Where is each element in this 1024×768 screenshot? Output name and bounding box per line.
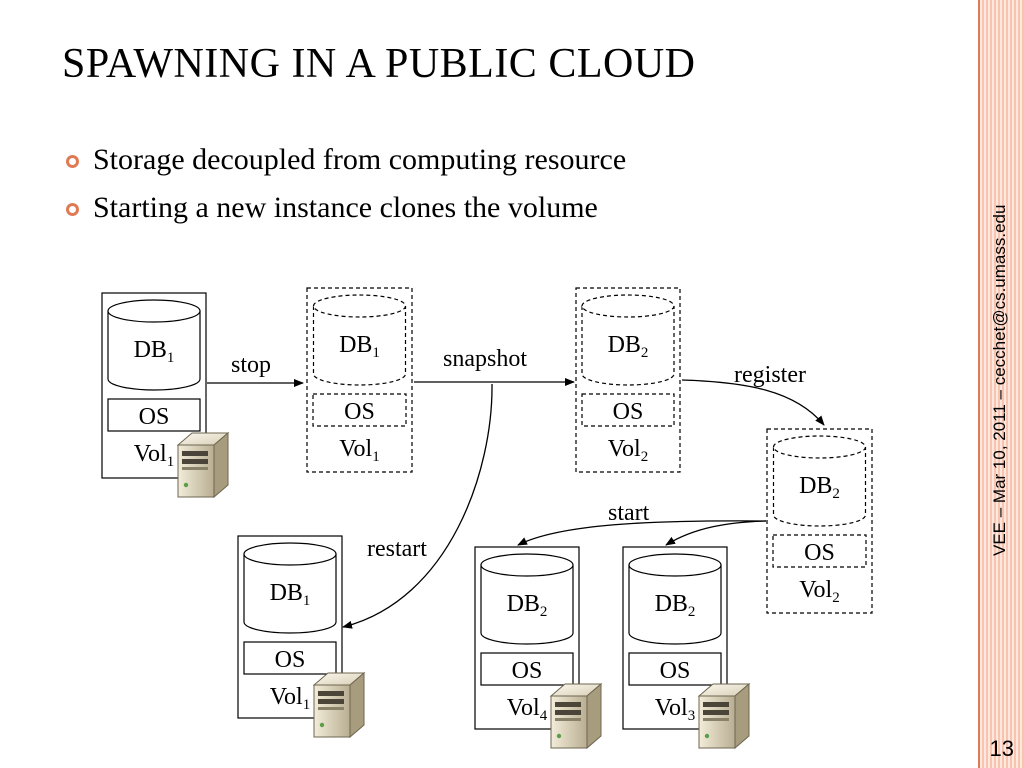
db-cylinder-top bbox=[312, 294, 407, 318]
db-cylinder-top bbox=[772, 435, 867, 459]
edge-start-arrow-vol4 bbox=[517, 520, 767, 546]
os-label: OS bbox=[613, 399, 644, 425]
vol-label: Vol1 bbox=[339, 436, 379, 465]
edge-label: restart bbox=[367, 536, 427, 562]
db-cylinder-top bbox=[581, 294, 675, 318]
server-icon bbox=[549, 682, 603, 750]
vol-label: Vol2 bbox=[608, 436, 648, 465]
os-box bbox=[581, 393, 675, 427]
db-cylinder-body bbox=[107, 311, 201, 391]
diagram-edges: stop snapshot register start restart bbox=[207, 346, 825, 629]
vol-label: Vol1 bbox=[134, 441, 174, 470]
bullet-list: Storage decoupled from computing resourc… bbox=[66, 136, 626, 232]
db-label: DB2 bbox=[799, 473, 840, 502]
slide-title: SPAWNING IN A PUBLIC CLOUD bbox=[62, 41, 696, 87]
bullet-item: Storage decoupled from computing resourc… bbox=[66, 136, 626, 184]
server-icon bbox=[176, 431, 230, 499]
db-label: DB2 bbox=[507, 591, 548, 620]
os-box bbox=[312, 393, 407, 427]
page-number: 13 bbox=[989, 736, 1014, 761]
server-icon bbox=[697, 682, 751, 750]
db-cylinder-body bbox=[312, 306, 407, 386]
bullet-circle-icon bbox=[66, 154, 79, 168]
edge-restart-arrow bbox=[342, 383, 493, 629]
db-cylinder-top bbox=[628, 553, 722, 577]
os-label: OS bbox=[344, 399, 375, 425]
db-label: DB1 bbox=[270, 580, 311, 609]
edge-start-arrow-vol3 bbox=[665, 520, 767, 546]
edge-label: register bbox=[734, 362, 806, 388]
os-label: OS bbox=[804, 540, 835, 566]
db-cylinder-top bbox=[107, 299, 201, 323]
edge-label: start bbox=[608, 500, 650, 526]
db-label: DB2 bbox=[655, 591, 696, 620]
os-box bbox=[243, 641, 337, 675]
db-cylinder-body bbox=[243, 554, 337, 634]
server-icon bbox=[312, 671, 366, 739]
db-cylinder-top bbox=[243, 542, 337, 566]
edge-register-arrow bbox=[681, 379, 825, 426]
os-label: OS bbox=[660, 658, 691, 684]
os-label: OS bbox=[512, 658, 543, 684]
edge-label: stop bbox=[231, 352, 271, 378]
db-cylinder-body bbox=[772, 447, 867, 527]
db-label: DB1 bbox=[134, 337, 175, 366]
vol-label: Vol1 bbox=[270, 684, 310, 713]
vol-label: Vol2 bbox=[799, 577, 839, 606]
vol-label: Vol4 bbox=[507, 695, 548, 724]
edge-label: snapshot bbox=[443, 346, 527, 372]
bullet-circle-icon bbox=[66, 202, 79, 216]
db-label: DB1 bbox=[339, 332, 380, 361]
db-cylinder-body bbox=[581, 306, 675, 386]
os-label: OS bbox=[139, 404, 170, 430]
os-box bbox=[107, 398, 201, 432]
db-cylinder-body bbox=[628, 565, 722, 645]
os-box bbox=[772, 534, 867, 568]
vol-label: Vol3 bbox=[655, 695, 695, 724]
db-label: DB2 bbox=[608, 332, 649, 361]
db-cylinder-top bbox=[480, 553, 574, 577]
side-footer-label: VEE – Mar 10, 2011 – cecchet@cs.umass.ed… bbox=[990, 204, 1009, 556]
os-label: OS bbox=[275, 647, 306, 673]
os-box bbox=[480, 652, 574, 686]
bullet-item: Starting a new instance clones the volum… bbox=[66, 184, 626, 232]
decorative-stripe bbox=[978, 0, 1024, 768]
db-cylinder-body bbox=[480, 565, 574, 645]
os-box bbox=[628, 652, 722, 686]
